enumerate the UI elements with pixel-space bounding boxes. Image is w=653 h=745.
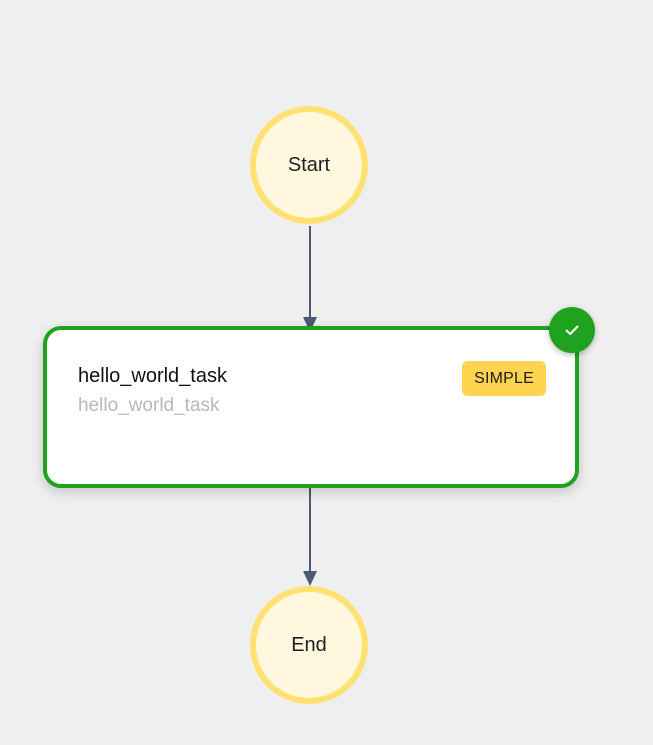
end-node[interactable]: End [250,586,368,704]
task-to-end-arrowhead [303,571,317,586]
start-node[interactable]: Start [250,106,368,224]
task-name: hello_world_task [78,365,227,387]
task-node[interactable]: hello_world_task hello_world_task SIMPLE [43,326,579,488]
end-node-label: End [291,633,327,656]
task-reference-name: hello_world_task [78,395,220,416]
task-status-badge [549,307,595,353]
check-icon [565,325,579,335]
start-node-label: Start [287,153,331,176]
task-type-badge: SIMPLE [462,361,546,396]
